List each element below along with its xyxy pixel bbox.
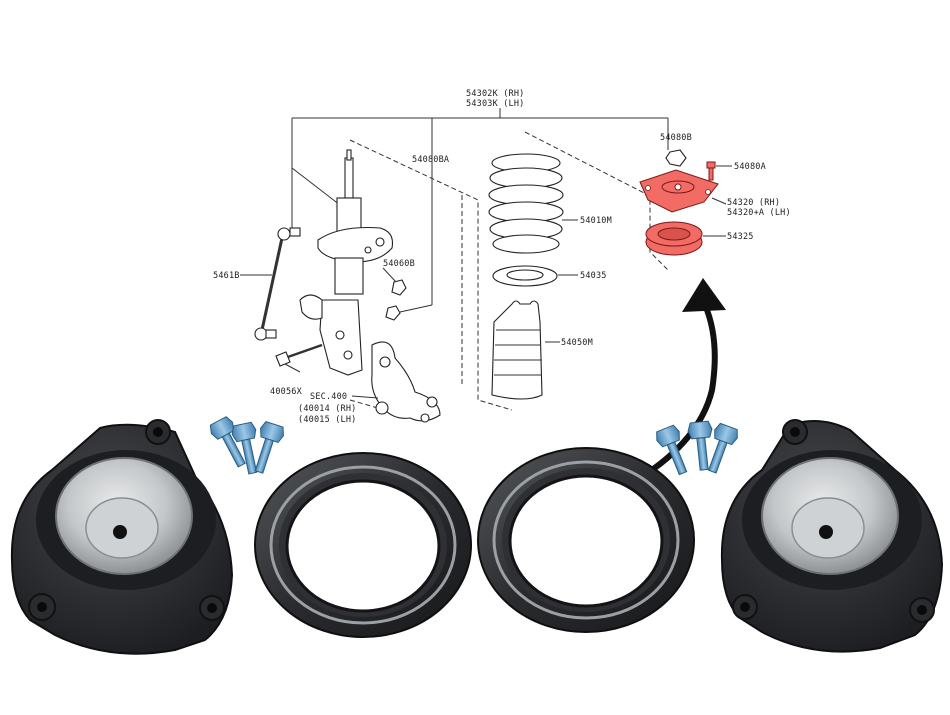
label-spring: 54010M <box>580 216 612 226</box>
strut-bearing-ring-left <box>254 452 472 638</box>
label-link-nut: 54060B <box>383 259 415 269</box>
label-strut-lower-nut: 54080BA <box>412 155 449 165</box>
label-mount-rh: 54320 (RH) <box>727 198 780 208</box>
steering-knuckle <box>371 341 441 423</box>
highlighted-bearing: 54325 <box>645 221 754 256</box>
mount-bolts-right <box>656 420 738 476</box>
label-spring-seat: 54035 <box>580 271 607 281</box>
stabilizer-link: 5461B <box>213 227 301 341</box>
highlighted-mount-bolt: 54080A <box>706 161 766 181</box>
exploded-parts-diagram: 54302K (RH) 54303K (LH) <box>213 89 791 425</box>
label-assembly-lh: 54303K (LH) <box>466 99 525 109</box>
highlighted-strut-mount: 54320 (RH) 54320+A (LH) <box>639 169 791 218</box>
label-assembly-rh: 54302K (RH) <box>466 89 525 99</box>
label-nut-top: 54080B <box>660 133 692 143</box>
dashed-assembly-lines <box>349 131 669 411</box>
curved-arrow <box>637 278 726 481</box>
top-nut: 54080B <box>660 133 692 167</box>
spring-seat: 54035 <box>492 265 607 287</box>
label-knuckle-lh: (40015 (LH) <box>298 415 357 425</box>
link-nut: 54060B <box>382 259 415 321</box>
label-sec-ref: SEC.400 <box>310 392 347 402</box>
strut-mount-right <box>720 419 944 653</box>
strut-bearing-ring-right <box>477 447 695 633</box>
assembly-bracket-lines <box>291 108 669 313</box>
label-knuckle-rh: (40014 (RH) <box>298 404 357 414</box>
strut-assembly <box>299 149 394 376</box>
coil-spring: 54010M <box>488 153 612 254</box>
label-bump-boot: 54050M <box>561 338 593 348</box>
label-stabilizer-link: 5461B <box>213 271 240 281</box>
mount-bolts-left <box>209 416 284 475</box>
bump-boot: 54050M <box>491 300 593 400</box>
knuckle-bolt: 40056X <box>270 343 323 397</box>
label-bearing: 54325 <box>727 232 754 242</box>
label-mount-lh: 54320+A (LH) <box>727 208 791 218</box>
strut-mount-left <box>10 419 234 655</box>
label-knuckle-bolt: 40056X <box>270 387 303 397</box>
label-bolt-top: 54080A <box>734 162 766 172</box>
